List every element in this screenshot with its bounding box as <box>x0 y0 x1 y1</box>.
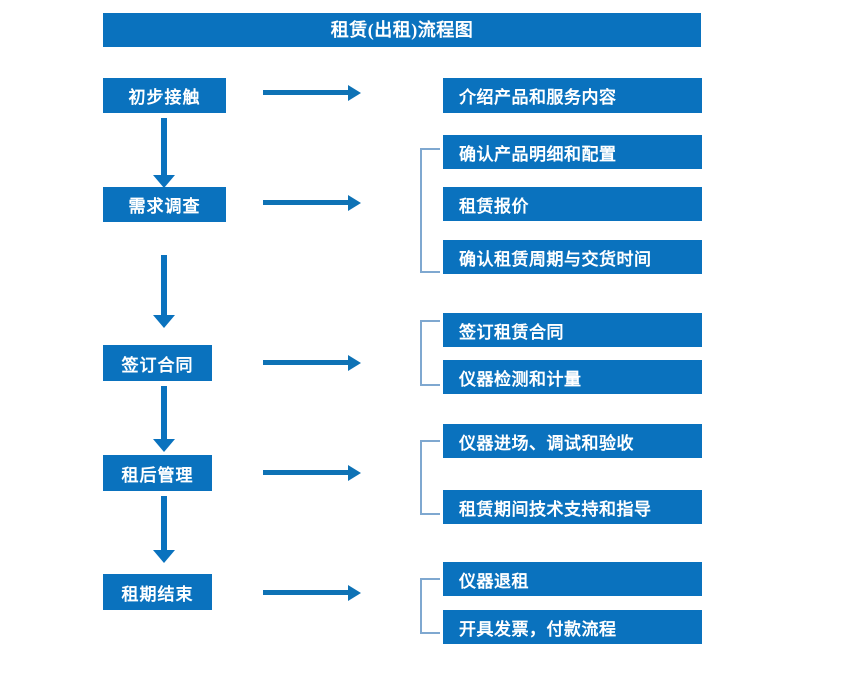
detail-box-5-2[interactable]: 开具发票，付款流程 <box>443 610 702 644</box>
arrow-shaft <box>161 118 167 175</box>
stage-box-4[interactable]: 租后管理 <box>103 455 212 491</box>
arrow-head <box>348 195 361 211</box>
arrow-head <box>153 439 175 452</box>
detail-box-3-1[interactable]: 签订租赁合同 <box>443 313 702 347</box>
flow-arrow-right-3 <box>263 355 361 371</box>
flow-arrow-down-1 <box>153 118 175 188</box>
arrow-shaft <box>263 590 349 595</box>
detail-box-4-1[interactable]: 仪器进场、调试和验收 <box>443 424 702 458</box>
page-title: 租赁(出租)流程图 <box>103 13 701 47</box>
detail-box-4-2[interactable]: 租赁期间技术支持和指导 <box>443 490 702 524</box>
stage-box-2[interactable]: 需求调查 <box>103 187 226 222</box>
flow-arrow-right-2 <box>263 195 361 211</box>
arrow-shaft <box>263 200 349 205</box>
arrow-shaft <box>161 255 167 315</box>
arrow-head <box>153 175 175 188</box>
flow-arrow-right-5 <box>263 585 361 601</box>
flow-arrow-down-2 <box>153 255 175 328</box>
detail-box-2-1[interactable]: 确认产品明细和配置 <box>443 135 702 169</box>
detail-box-2-3[interactable]: 确认租赁周期与交货时间 <box>443 240 702 274</box>
arrow-shaft <box>263 90 349 95</box>
arrow-shaft <box>161 496 167 550</box>
group-bracket-3 <box>420 320 440 386</box>
group-bracket-2 <box>420 148 440 273</box>
detail-box-2-2[interactable]: 租赁报价 <box>443 187 702 221</box>
detail-box-3-2[interactable]: 仪器检测和计量 <box>443 360 702 394</box>
arrow-head <box>348 355 361 371</box>
stage-box-5[interactable]: 租期结束 <box>103 574 212 610</box>
arrow-shaft <box>263 360 349 365</box>
arrow-head <box>153 550 175 563</box>
stage-box-3[interactable]: 签订合同 <box>103 345 212 381</box>
detail-box-1-1[interactable]: 介绍产品和服务内容 <box>443 78 702 113</box>
flow-arrow-right-1 <box>263 85 361 101</box>
arrow-head <box>348 585 361 601</box>
detail-box-5-1[interactable]: 仪器退租 <box>443 562 702 596</box>
group-bracket-4 <box>420 440 440 515</box>
group-bracket-5 <box>420 578 440 634</box>
flow-arrow-down-3 <box>153 386 175 452</box>
flow-arrow-down-4 <box>153 496 175 563</box>
arrow-head <box>348 85 361 101</box>
arrow-head <box>153 315 175 328</box>
arrow-shaft <box>263 470 349 475</box>
stage-box-1[interactable]: 初步接触 <box>103 78 226 113</box>
flow-arrow-right-4 <box>263 465 361 481</box>
arrow-head <box>348 465 361 481</box>
arrow-shaft <box>161 386 167 439</box>
